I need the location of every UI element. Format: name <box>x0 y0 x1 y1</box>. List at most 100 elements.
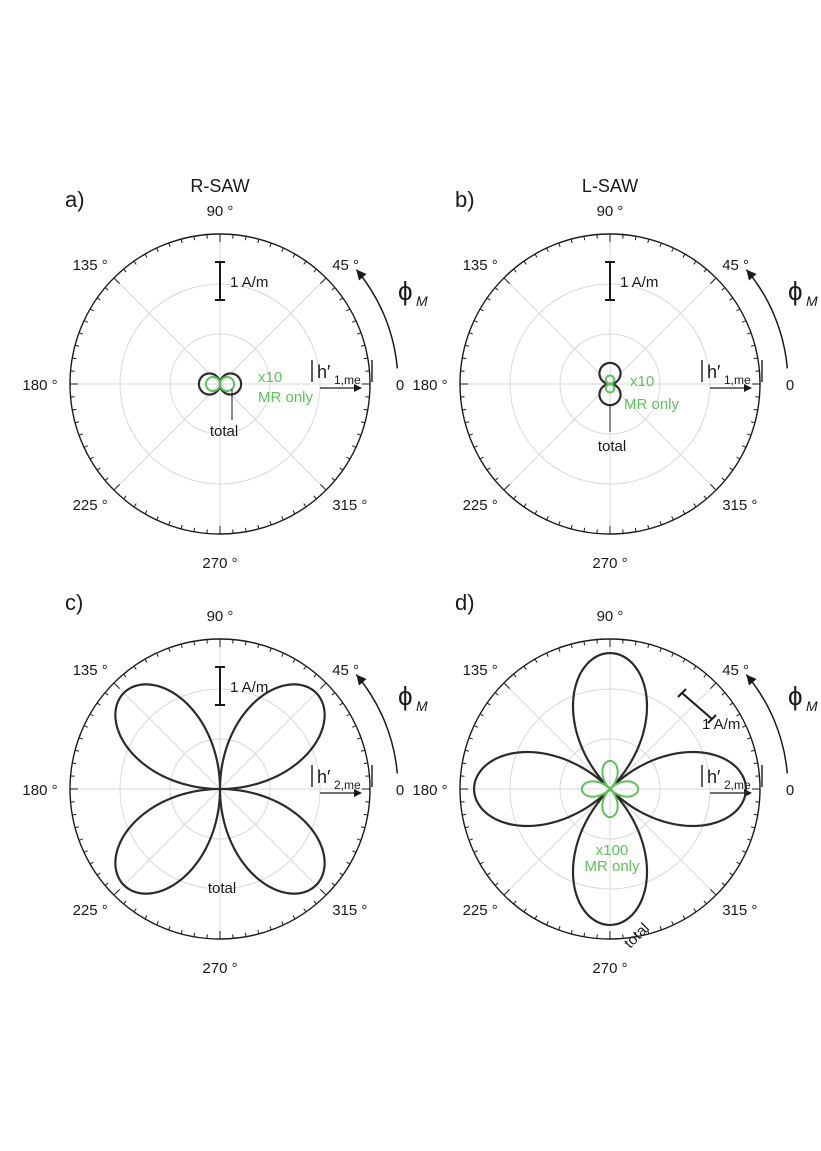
angle-tick <box>83 320 88 323</box>
angle-tick <box>339 702 344 706</box>
phi-symbol: ϕ <box>398 276 413 306</box>
angle-tick <box>303 503 307 508</box>
angle-label-315: 315 ° <box>332 902 367 919</box>
angle-tick <box>710 682 717 689</box>
angle-tick <box>479 713 484 717</box>
angle-tick <box>281 247 284 252</box>
angle-label-270: 270 ° <box>202 960 237 977</box>
angle-tick <box>703 268 707 273</box>
grid-spoke <box>609 788 717 896</box>
angle-tick <box>671 516 674 521</box>
angle-tick <box>523 908 527 913</box>
phi-symbol: ϕ <box>788 276 803 306</box>
angle-tick <box>503 889 510 896</box>
angle-tick <box>269 521 272 526</box>
angle-tick <box>269 647 272 652</box>
angle-tick <box>360 421 366 424</box>
angle-tick <box>473 850 478 853</box>
angle-tick <box>671 921 674 926</box>
scale-bar-cap <box>677 688 687 698</box>
angle-tick <box>747 838 752 841</box>
angle-tick <box>313 900 317 905</box>
panel-title: R-SAW <box>190 176 249 196</box>
angle-tick <box>303 260 307 265</box>
annotation-total: total <box>208 880 236 897</box>
angle-label-135: 135 ° <box>73 662 108 679</box>
angle-tick <box>313 268 317 273</box>
angle-tick <box>320 484 327 491</box>
angle-tick <box>144 658 148 663</box>
angle-tick <box>570 929 573 935</box>
angle-tick <box>693 908 697 913</box>
angle-tick <box>244 236 247 241</box>
angle-tick <box>360 344 366 347</box>
angle-tick <box>503 682 510 689</box>
polar-panel-4: d)045 °90 °135 °180 °225 °270 °315 °1 A/… <box>412 590 818 977</box>
angle-tick <box>464 344 470 347</box>
angle-tick <box>570 238 573 244</box>
angle-tick <box>331 692 336 696</box>
annotation-scale-factor: x10 <box>630 373 654 390</box>
angle-tick <box>96 467 101 471</box>
angle-tick <box>546 247 549 252</box>
angle-tick <box>659 647 662 652</box>
angle-label-135: 135 ° <box>463 257 498 274</box>
angle-tick <box>78 737 83 740</box>
angle-tick <box>320 889 327 896</box>
phi-symbol: ϕ <box>398 681 413 711</box>
angle-tick <box>269 926 272 931</box>
angle-tick <box>74 749 80 752</box>
panel-label: d) <box>455 590 475 615</box>
angle-tick <box>180 643 183 649</box>
scale-bar-cap <box>707 714 717 724</box>
angle-tick <box>659 926 662 931</box>
angle-tick <box>753 762 758 765</box>
panel-title: L-SAW <box>582 176 638 196</box>
angle-tick <box>257 524 260 530</box>
angle-tick <box>331 477 336 481</box>
grid-spoke <box>219 682 327 790</box>
series-mr-only <box>580 759 640 819</box>
angle-tick <box>682 915 686 920</box>
angle-tick <box>113 889 120 896</box>
grid-spoke <box>219 788 327 896</box>
phi-arrow-head <box>746 674 757 686</box>
quantity-symbol: h′ <box>317 362 331 382</box>
angle-tick <box>736 308 741 312</box>
angle-tick <box>89 861 94 865</box>
angle-tick <box>313 495 317 500</box>
angle-tick <box>363 762 368 765</box>
grid-spoke <box>503 383 611 491</box>
angle-tick <box>133 260 137 265</box>
angle-tick <box>468 737 473 740</box>
angle-tick <box>133 503 137 508</box>
panel-label: a) <box>65 187 85 212</box>
angle-tick <box>750 421 756 424</box>
angle-tick <box>513 900 517 905</box>
angle-tick <box>634 527 637 532</box>
angle-tick <box>363 357 368 360</box>
phi-arrow <box>745 674 789 774</box>
angle-tick <box>331 287 336 291</box>
quantity-subscript: 1,me <box>334 373 361 387</box>
angle-tick <box>180 524 183 530</box>
angle-tick <box>729 872 734 876</box>
grid-spoke <box>609 682 717 790</box>
angle-tick <box>647 524 650 530</box>
angle-tick <box>168 242 171 247</box>
angle-tick <box>546 516 549 521</box>
angle-tick <box>583 932 586 937</box>
angle-tick <box>468 332 473 335</box>
angle-tick <box>747 433 752 436</box>
angle-tick <box>257 238 260 244</box>
angle-tick <box>133 665 137 670</box>
angle-label-90: 90 ° <box>207 608 234 625</box>
quantity-arrow-head <box>744 384 752 392</box>
angle-tick <box>352 850 357 853</box>
angle-tick <box>180 929 183 935</box>
quantity-arrow-head <box>354 384 362 392</box>
angle-tick <box>659 521 662 526</box>
angle-tick <box>339 467 344 471</box>
